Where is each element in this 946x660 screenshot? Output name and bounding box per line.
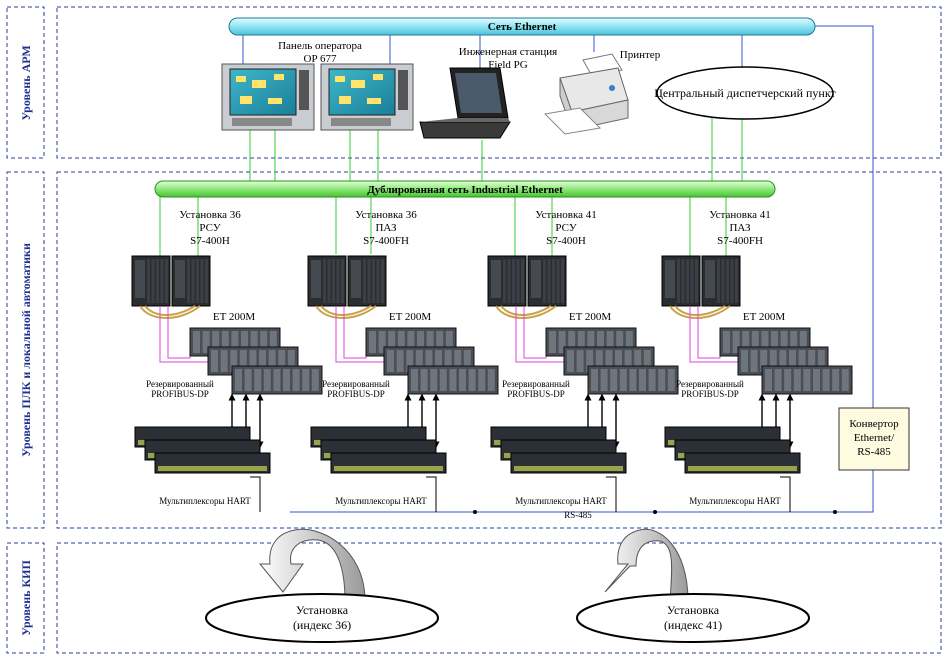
unit-1-label-1: Установка 36 bbox=[179, 209, 241, 221]
kip-arrow-41 bbox=[604, 528, 689, 602]
unit-1-label-2: РСУ bbox=[199, 222, 220, 234]
et200m-module-stack bbox=[365, 327, 499, 395]
operator-panel-1 bbox=[221, 63, 315, 131]
converter-label-3: RS-485 bbox=[857, 446, 891, 458]
operator-panel-label-2: OP 677 bbox=[304, 53, 337, 65]
controller-rack-icon bbox=[487, 255, 567, 319]
printer-icon bbox=[543, 53, 629, 135]
profibus-label-1: Резервированный bbox=[502, 379, 570, 389]
unit-2-label-1: Установка 36 bbox=[355, 209, 417, 221]
level-plc-label: Уровень ПЛК и локальной автоматики bbox=[19, 243, 33, 457]
unit-2-label-2: ПАЗ bbox=[375, 222, 397, 234]
unit-3-label-2: РСУ bbox=[555, 222, 576, 234]
et200m-module-stack bbox=[545, 327, 679, 395]
hart-multiplexer-stack bbox=[664, 426, 801, 474]
level-kip-label: Уровень КИП bbox=[19, 560, 33, 636]
profibus-label-2: PROFIBUS-DP bbox=[507, 389, 565, 399]
profibus-label-2: PROFIBUS-DP bbox=[151, 389, 209, 399]
converter-label-1: Конвертор bbox=[849, 418, 899, 430]
unit-3-label-1: Установка 41 bbox=[535, 209, 597, 221]
rs485-label: RS-485 bbox=[564, 510, 592, 520]
converter-label-2: Ethernet/ bbox=[854, 432, 895, 444]
controller-rack-icon bbox=[131, 255, 211, 319]
unit-4-label-1: Установка 41 bbox=[709, 209, 771, 221]
unit-4-label-3: S7-400FH bbox=[717, 235, 763, 247]
controller-rack-icon bbox=[307, 255, 387, 319]
hart-multiplexer-stack bbox=[490, 426, 627, 474]
converter-box: Конвертор Ethernet/ RS-485 bbox=[838, 407, 910, 471]
level-arm-label: Уровень АРМ bbox=[19, 45, 33, 120]
hart-multiplexer-stack bbox=[310, 426, 447, 474]
kip-unit-41: Установка (индекс 41) bbox=[576, 593, 810, 643]
profibus-label-2: PROFIBUS-DP bbox=[327, 389, 385, 399]
et200m-label: ET 200M bbox=[569, 311, 611, 323]
industrial-links bbox=[159, 112, 743, 256]
hart-label: Мультиплексоры HART bbox=[515, 496, 607, 506]
kip-unit-36: Установка (индекс 36) bbox=[205, 593, 439, 643]
et200m-label: ET 200M bbox=[213, 311, 255, 323]
profibus-label-2: PROFIBUS-DP bbox=[681, 389, 739, 399]
level-plc-frame: Уровень ПЛК и локальной автоматики bbox=[6, 171, 942, 529]
industrial-ethernet-bus: Дублированная сеть Industrial Ethernet bbox=[154, 180, 776, 198]
unit-2-label-3: S7-400FH bbox=[363, 235, 409, 247]
kip-unit-41-line-1: Установка bbox=[667, 603, 720, 617]
operator-panel-label-1: Панель оператора bbox=[278, 40, 362, 52]
kip-unit-36-line-1: Установка bbox=[296, 603, 349, 617]
kip-unit-41-line-2: (индекс 41) bbox=[664, 618, 722, 632]
level-arm-frame: Уровень АРМ bbox=[6, 6, 942, 159]
engineer-station-label-1: Инженерная станция bbox=[459, 46, 557, 58]
hart-label: Мультиплексоры HART bbox=[335, 496, 427, 506]
et200m-module-stack bbox=[719, 327, 853, 395]
unit-1-label-3: S7-400H bbox=[190, 235, 230, 247]
dispatch-center-label: Центральный диспетчерский пункт bbox=[654, 86, 836, 100]
laptop-icon bbox=[419, 67, 511, 139]
controller-rack-icon bbox=[661, 255, 741, 319]
profibus-label-1: Резервированный bbox=[146, 379, 214, 389]
unit-4-label-2: ПАЗ bbox=[729, 222, 751, 234]
kip-arrow-36 bbox=[258, 528, 366, 602]
hart-multiplexer-stack bbox=[134, 426, 271, 474]
engineer-station-label-2: Field PG bbox=[488, 59, 527, 71]
hart-label: Мультиплексоры HART bbox=[159, 496, 251, 506]
et200m-label: ET 200M bbox=[389, 311, 431, 323]
operator-panel-2 bbox=[320, 63, 414, 131]
rs485-line: RS-485 bbox=[473, 510, 837, 520]
hart-label: Мультиплексоры HART bbox=[689, 496, 781, 506]
level-kip-frame: Уровень КИП bbox=[6, 542, 942, 654]
profibus-label-1: Резервированный bbox=[322, 379, 390, 389]
profibus-label-1: Резервированный bbox=[676, 379, 744, 389]
ethernet-bus: Сеть Ethernet bbox=[228, 17, 816, 36]
et200m-label: ET 200M bbox=[743, 311, 785, 323]
dispatch-center-node: Центральный диспетчерский пункт bbox=[654, 66, 837, 120]
unit-3-label-3: S7-400H bbox=[546, 235, 586, 247]
printer-label: Принтер bbox=[620, 49, 661, 61]
et200m-module-stack bbox=[189, 327, 323, 395]
kip-unit-36-line-2: (индекс 36) bbox=[293, 618, 351, 632]
ethernet-bus-label: Сеть Ethernet bbox=[488, 21, 557, 33]
industrial-bus-label: Дублированная сеть Industrial Ethernet bbox=[367, 184, 563, 196]
